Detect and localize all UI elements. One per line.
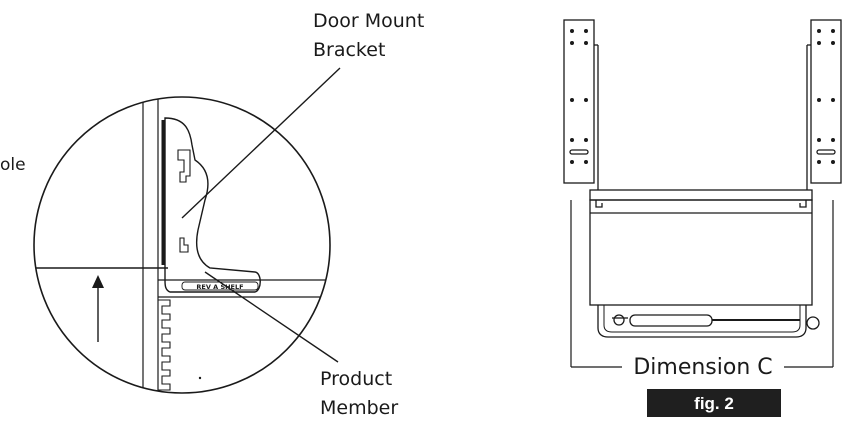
left-bracket-slot	[569, 149, 589, 155]
bracket-stamp-text: REV A SHELF	[196, 283, 243, 291]
dimension-label: Dimension C	[633, 355, 772, 380]
label-product-member-line2: Member	[320, 397, 398, 419]
bracket-upper-slot	[177, 149, 191, 183]
detail-dot	[198, 376, 202, 380]
left-bracket-plate	[563, 19, 595, 184]
figure-label: fig. 2	[694, 394, 734, 413]
gas-spring-mount-left	[613, 314, 625, 326]
basket-frame-outer	[597, 305, 807, 338]
top-rail-hook-left	[595, 200, 603, 208]
label-cropped-left: ole	[0, 155, 26, 175]
top-rail-hook-right	[799, 200, 807, 208]
label-door-mount-line2: Bracket	[313, 39, 385, 61]
leader-product-member	[204, 271, 339, 363]
bracket-lower-slot	[179, 237, 189, 253]
front-panel	[589, 199, 813, 306]
gas-spring-mount-right	[806, 316, 820, 330]
leader-door-mount-bracket	[181, 67, 341, 219]
label-product-member-line1: Product	[320, 368, 392, 390]
door-mount-bracket	[164, 117, 261, 293]
top-rail	[589, 189, 813, 201]
front-view	[563, 19, 842, 368]
detail-circle	[33, 96, 331, 394]
right-bracket-slot	[816, 149, 836, 155]
right-bracket-plate	[810, 19, 842, 184]
label-door-mount-line1: Door Mount	[313, 10, 424, 32]
gas-spring-cylinder	[629, 314, 713, 327]
figure-badge	[647, 389, 781, 417]
detail-view: REV A SHELF	[33, 67, 341, 394]
up-arrow-head	[92, 275, 104, 288]
shelf-standard-teeth	[158, 299, 171, 391]
basket-frame-inner	[603, 305, 801, 333]
